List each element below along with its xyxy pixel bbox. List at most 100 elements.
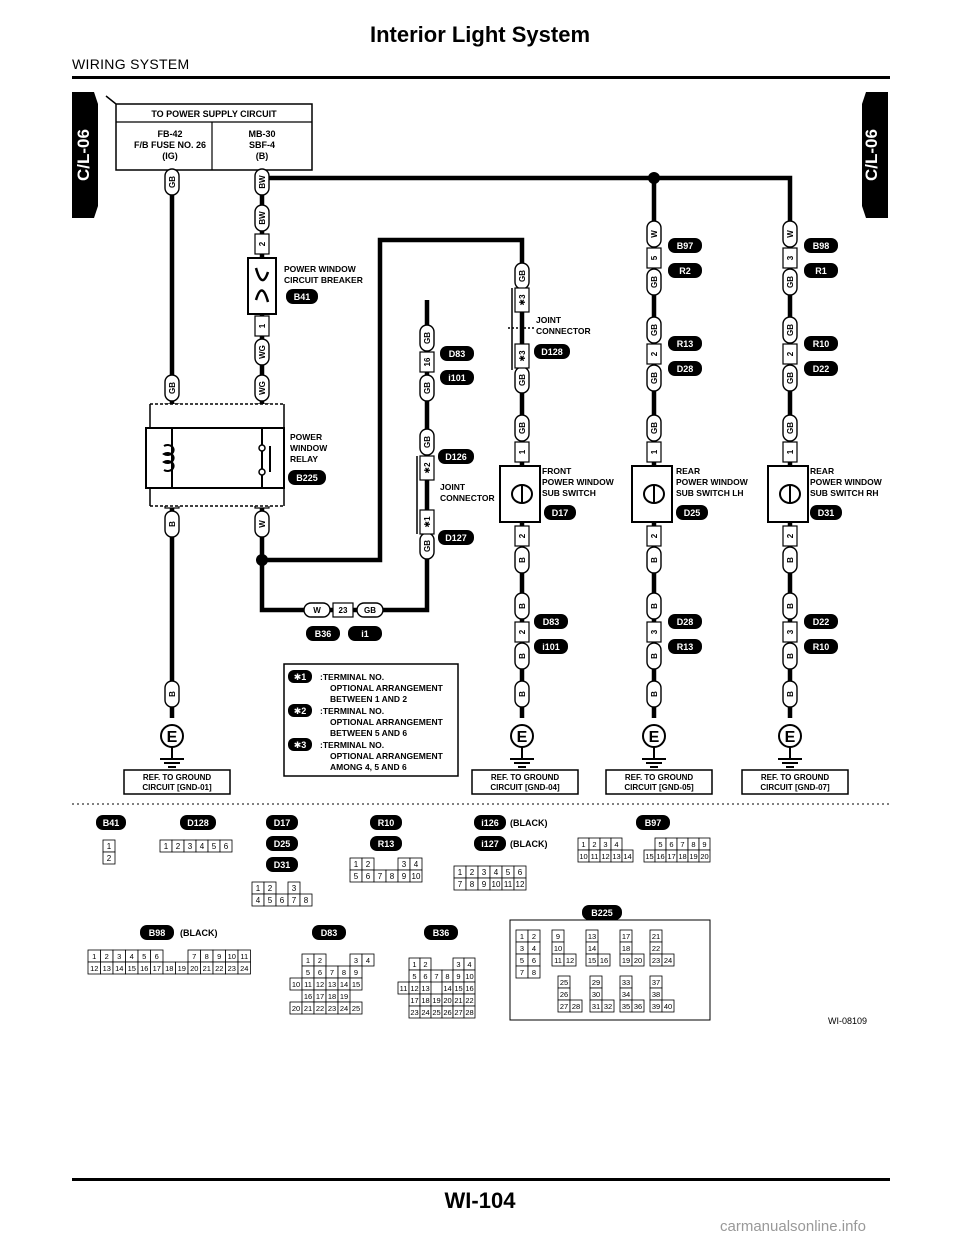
pin-number: 9 <box>354 968 358 977</box>
pin-number: 3 <box>117 952 121 961</box>
pin-number: 13 <box>328 980 336 989</box>
relay-label: POWER <box>290 432 322 442</box>
svg-text:1: 1 <box>786 449 795 454</box>
svg-text:B: B <box>786 603 795 609</box>
page-title: Interior Light System <box>369 22 591 47</box>
pin-number: 4 <box>366 956 370 965</box>
svg-text:GB: GB <box>650 422 659 434</box>
pin-number: 17 <box>667 852 675 861</box>
pin-number: 8 <box>390 872 395 881</box>
svg-text:GB: GB <box>650 324 659 336</box>
svg-text:B41: B41 <box>294 292 311 302</box>
front-switch-label: POWER WINDOW <box>542 477 615 487</box>
svg-text:GB: GB <box>786 422 795 434</box>
svg-text:D25: D25 <box>274 839 291 849</box>
svg-text:B: B <box>786 653 795 659</box>
svg-text:R1: R1 <box>815 266 827 276</box>
pin-number: 3 <box>603 840 607 849</box>
pin-number: 13 <box>421 984 429 993</box>
pin-number: 30 <box>592 990 600 999</box>
svg-text:F/B FUSE NO. 26: F/B FUSE NO. 26 <box>134 140 206 150</box>
connector-tag-r13-view: R13 <box>370 836 402 851</box>
svg-text:B97: B97 <box>645 818 662 828</box>
svg-text:2: 2 <box>786 351 795 356</box>
svg-text:E: E <box>649 729 660 746</box>
svg-text:GB: GB <box>786 276 795 288</box>
svg-text:D22: D22 <box>813 364 830 374</box>
relay-symbol <box>145 403 285 507</box>
pin-number: 9 <box>482 880 487 889</box>
pin-number: 27 <box>560 1002 568 1011</box>
rear-lh-switch-label: SUB SWITCH LH <box>676 488 744 498</box>
svg-text:CIRCUIT [GND-04]: CIRCUIT [GND-04] <box>490 783 560 792</box>
svg-text:3: 3 <box>786 629 795 634</box>
svg-text:B225: B225 <box>296 473 318 483</box>
connector-tag-d31-view: D31 <box>266 857 298 872</box>
connector-tag-r10-lower: R10 <box>804 639 838 654</box>
pin-number: 11 <box>304 980 312 989</box>
pin-number: 33 <box>622 978 630 987</box>
svg-text:B97: B97 <box>677 241 694 251</box>
svg-text:OPTIONAL ARRANGEMENT: OPTIONAL ARRANGEMENT <box>330 751 444 761</box>
pin-number: 5 <box>412 972 416 981</box>
connector-tag-d83-lower: D83 <box>534 614 568 629</box>
pin-number: 11 <box>400 984 408 993</box>
pin-number: 1 <box>412 960 416 969</box>
svg-text:2: 2 <box>258 241 267 246</box>
pin-number: 2 <box>532 932 536 941</box>
pin-number: 10 <box>579 852 587 861</box>
pin-number: 20 <box>443 996 451 1005</box>
svg-text:R13: R13 <box>378 839 395 849</box>
svg-text:2: 2 <box>518 629 527 634</box>
front-switch-label: SUB SWITCH <box>542 488 596 498</box>
pin-number: 2 <box>592 840 596 849</box>
svg-text:SBF-4: SBF-4 <box>249 140 275 150</box>
pin-number: 6 <box>366 872 371 881</box>
pin-number: 6 <box>318 968 322 977</box>
pin-number: 20 <box>700 852 708 861</box>
power-supply-box: TO POWER SUPPLY CIRCUIT FB-42 F/B FUSE N… <box>105 95 313 171</box>
connector-tag-i126-view: i126 <box>474 815 506 830</box>
pin-number: 14 <box>443 984 451 993</box>
pin-number: 29 <box>592 978 600 987</box>
pin-number: 20 <box>190 964 198 973</box>
pin-number: 11 <box>554 956 562 965</box>
pin-number: 16 <box>465 984 473 993</box>
pin-number: 2 <box>366 860 371 869</box>
connector-tag-d28-lower: D28 <box>668 614 702 629</box>
svg-text:FB-42: FB-42 <box>157 129 182 139</box>
svg-text:B: B <box>650 557 659 563</box>
front-switch-label: FRONT <box>542 466 572 476</box>
pin-number: 3 <box>520 944 524 953</box>
pin-number: 15 <box>588 956 596 965</box>
svg-text:GB: GB <box>168 382 177 394</box>
svg-text:B: B <box>518 691 527 697</box>
pin-number: 17 <box>153 964 161 973</box>
svg-text:B98: B98 <box>149 928 166 938</box>
svg-text:OPTIONAL ARRANGEMENT: OPTIONAL ARRANGEMENT <box>330 683 444 693</box>
pin-number: 37 <box>652 978 660 987</box>
svg-text:1: 1 <box>258 323 267 328</box>
pin-number: 7 <box>292 896 297 905</box>
pin-number: 3 <box>354 956 358 965</box>
pin-number: 25 <box>352 1004 360 1013</box>
svg-text:R10: R10 <box>378 818 395 828</box>
pin-number: 2 <box>105 952 109 961</box>
connector-b225-outline <box>509 919 711 1021</box>
pin-number: 8 <box>470 880 475 889</box>
pin-number: 26 <box>560 990 568 999</box>
connector-tag-d128: D128 <box>534 344 570 359</box>
svg-text:GB: GB <box>650 372 659 384</box>
pin-number: 15 <box>128 964 136 973</box>
pin-number: 22 <box>465 996 473 1005</box>
pin-number: 4 <box>467 960 471 969</box>
svg-text:D31: D31 <box>818 508 835 518</box>
pin-number: 7 <box>520 968 524 977</box>
pin-number: 26 <box>443 1008 451 1017</box>
pin-number: 24 <box>340 1004 348 1013</box>
svg-text:i1: i1 <box>361 629 369 639</box>
pin-number: 5 <box>142 952 146 961</box>
